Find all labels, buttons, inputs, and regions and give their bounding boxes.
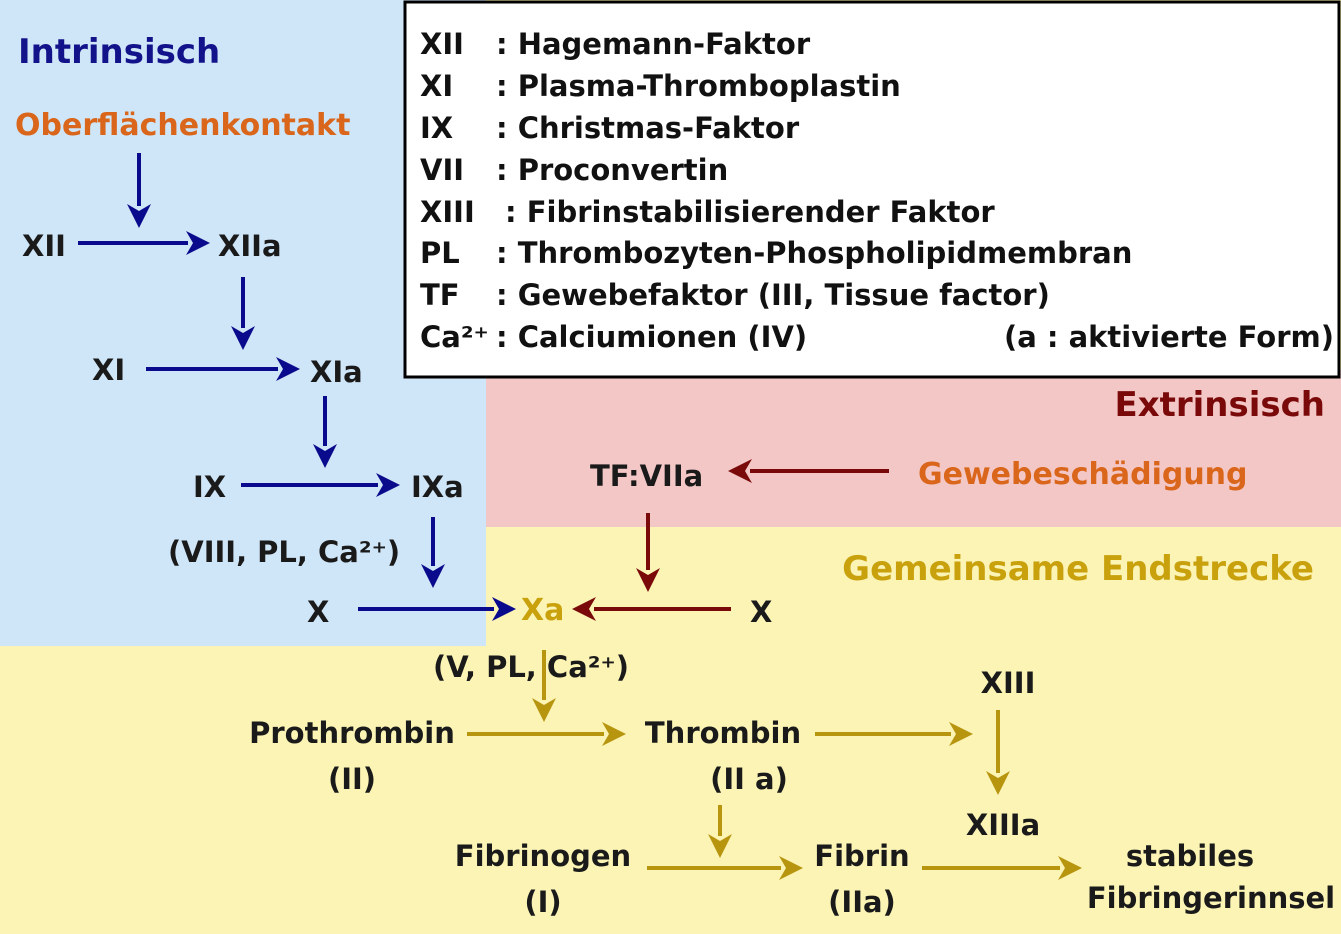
arrow-xi-to-xia xyxy=(146,357,300,381)
arrow-tfviia-to-xa xyxy=(636,513,660,592)
node-stable-clot-line1: stabiles xyxy=(1126,839,1254,873)
arrow-xiia-to-xi xyxy=(231,277,255,350)
arrow-ixa-to-x xyxy=(421,517,445,588)
arrows-layer xyxy=(78,153,1082,880)
cofactor-v: (V, PL, Ca²⁺) xyxy=(433,650,629,684)
arrow-prothrombin-to-thrombin-head xyxy=(602,722,626,746)
arrow-tfviia-to-xa-head xyxy=(636,568,660,592)
legend-desc: : Christmas-Faktor xyxy=(496,111,800,145)
arrow-thrombin-to-fibrinogen-head xyxy=(708,834,732,858)
arrow-prothrombin-to-thrombin xyxy=(467,722,626,746)
cofactor-viii: (VIII, PL, Ca²⁺) xyxy=(168,535,400,569)
arrow-xia-to-ix-head xyxy=(313,444,337,468)
arrow-xa-to-prothrombin-head xyxy=(532,698,556,722)
node-xii: XII xyxy=(22,229,66,263)
node-prothrombin: Prothrombin xyxy=(249,716,455,750)
arrow-xii-to-xiia xyxy=(78,231,210,255)
arrow-ix-to-ixa xyxy=(241,473,400,497)
node-fibrinogen-num: (I) xyxy=(524,885,561,919)
node-tf-viia: TF:VIIa xyxy=(590,459,703,493)
node-x-left: X xyxy=(307,595,329,629)
node-xi: XI xyxy=(92,353,125,387)
arrow-xiii-to-xiiia xyxy=(986,710,1010,795)
node-xia: XIa xyxy=(310,355,363,389)
extrinsic-region xyxy=(486,370,1341,527)
arrow-ixa-to-x-head xyxy=(421,564,445,588)
node-xa: Xa xyxy=(521,593,564,628)
node-thrombin-num: (II a) xyxy=(710,762,788,796)
arrow-surface-to-xii xyxy=(127,153,151,228)
arrow-xright-to-xa xyxy=(572,597,731,621)
legend-note: (a : aktivierte Form) xyxy=(1004,320,1334,354)
arrow-x-to-xa-head xyxy=(492,597,516,621)
arrow-thrombin-to-xiii xyxy=(815,722,973,746)
node-xiia: XIIa xyxy=(218,229,282,263)
legend-rows: XII : Hagemann-Faktor XI : Plasma-Thromb… xyxy=(420,27,1334,354)
arrow-thrombin-to-xiii-head xyxy=(949,722,973,746)
arrow-xia-to-ix xyxy=(313,396,337,468)
legend-desc: : Calciumionen (IV) xyxy=(496,320,807,354)
arrow-fibrinogen-to-fibrin xyxy=(647,856,803,880)
node-ix: IX xyxy=(193,470,226,504)
arrow-damage-to-tfviia-head xyxy=(728,459,752,483)
arrow-xa-to-prothrombin xyxy=(532,650,556,722)
node-xiiia: XIIIa xyxy=(966,808,1040,842)
legend-desc: : Fibrinstabilisierender Faktor xyxy=(505,195,995,229)
legend-abbr: TF xyxy=(420,278,460,312)
arrow-xiia-to-xi-head xyxy=(231,326,255,350)
node-fibrinogen: Fibrinogen xyxy=(455,839,631,873)
node-fibrin-num: (IIa) xyxy=(828,885,896,919)
node-x-right: X xyxy=(750,595,772,629)
legend-abbr: IX xyxy=(420,111,453,145)
legend-abbr: PL xyxy=(420,236,460,270)
arrow-xi-to-xia-head xyxy=(276,357,300,381)
legend-abbr: Ca²⁺ xyxy=(420,320,489,354)
arrow-xiii-to-xiiia-head xyxy=(986,771,1010,795)
legend-desc: : Plasma-Thromboplastin xyxy=(496,69,901,103)
arrow-fibrin-to-clot xyxy=(922,856,1082,880)
node-xiii: XIII xyxy=(981,666,1036,700)
legend-desc: : Thrombozyten-Phospholipidmembran xyxy=(496,236,1132,270)
extrinsic-title: Extrinsisch xyxy=(1114,385,1325,425)
node-thrombin: Thrombin xyxy=(645,716,801,750)
arrow-x-to-xa xyxy=(358,597,516,621)
arrow-xright-to-xa-head xyxy=(572,597,596,621)
legend-abbr: XI xyxy=(420,69,453,103)
trigger-tissue-damage: Gewebeschädigung xyxy=(918,457,1248,492)
node-prothrombin-num: (II) xyxy=(328,762,376,796)
node-fibrin: Fibrin xyxy=(814,839,909,873)
legend-desc: : Gewebefaktor (III, Tissue factor) xyxy=(496,278,1050,312)
legend-abbr: XIII xyxy=(420,195,475,229)
arrow-surface-to-xii-head xyxy=(127,204,151,228)
trigger-surface-contact: Oberflächenkontakt xyxy=(15,108,350,143)
legend-abbr: XII xyxy=(420,27,464,61)
legend-desc: : Hagemann-Faktor xyxy=(496,27,811,61)
arrow-xii-to-xiia-head xyxy=(186,231,210,255)
common-title: Gemeinsame Endstrecke xyxy=(842,549,1314,589)
intrinsic-title: Intrinsisch xyxy=(18,32,220,72)
node-stable-clot-line2: Fibringerinnsel xyxy=(1087,881,1335,915)
arrow-fibrinogen-to-fibrin-head xyxy=(779,856,803,880)
legend-desc: : Proconvertin xyxy=(496,153,728,187)
arrow-thrombin-to-fibrinogen xyxy=(708,805,732,858)
legend-abbr: VII xyxy=(420,153,464,187)
arrow-damage-to-tfviia xyxy=(728,459,889,483)
node-ixa: IXa xyxy=(411,470,464,504)
arrow-fibrin-to-clot-head xyxy=(1058,856,1082,880)
legend-box xyxy=(403,0,1341,379)
arrow-ix-to-ixa-head xyxy=(376,473,400,497)
